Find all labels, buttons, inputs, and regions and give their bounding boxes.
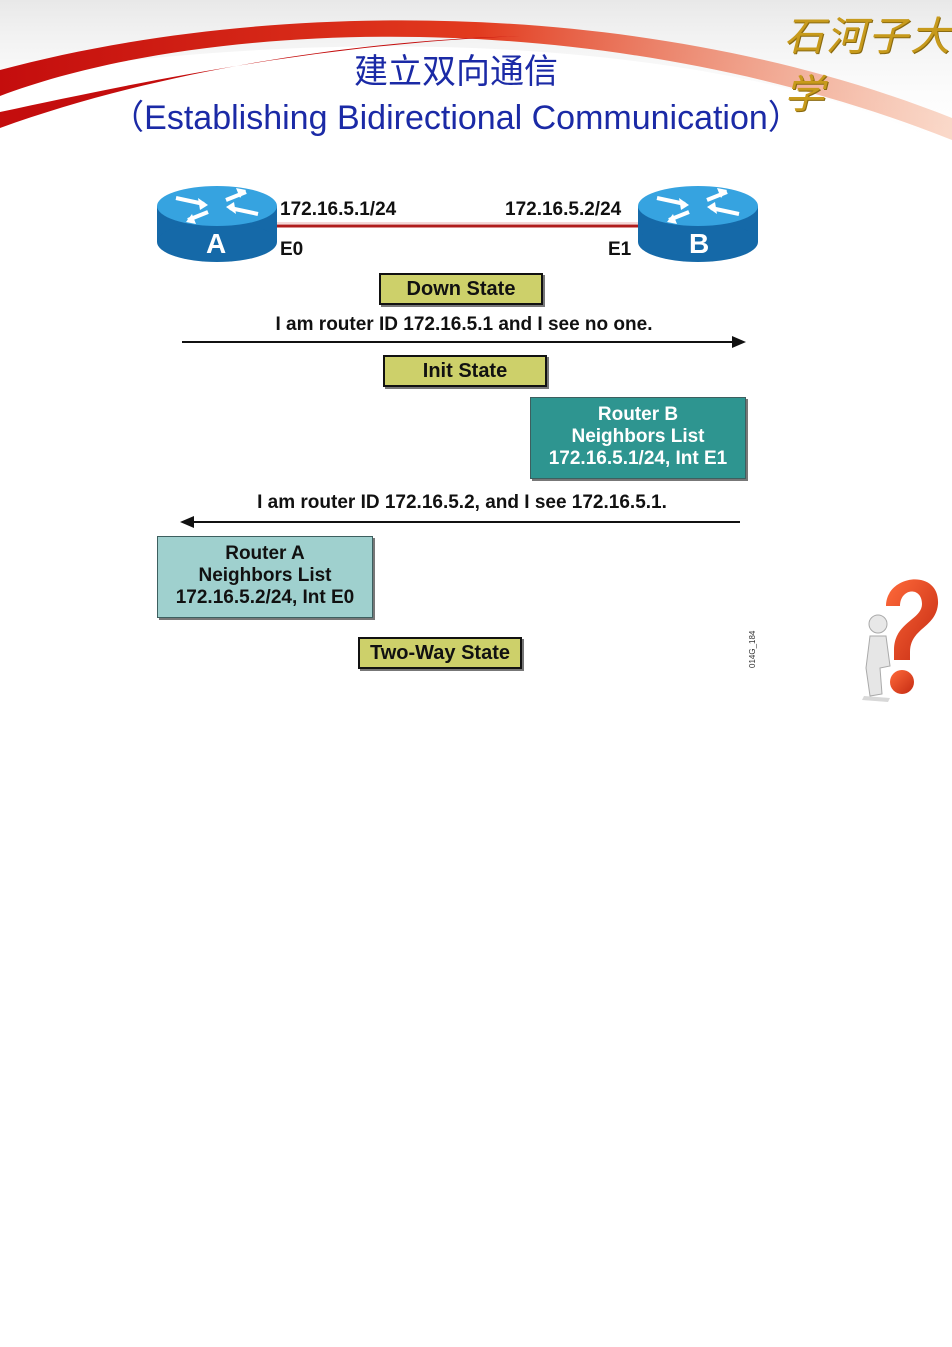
neighbors-list-entry: 172.16.5.2/24, Int E0 — [175, 587, 355, 608]
down-state-box: Down State — [379, 273, 543, 305]
router-a-neighbors-list: Router A Neighbors List 172.16.5.2/24, I… — [157, 536, 373, 618]
arrow-right-icon — [182, 336, 746, 348]
router-icon — [638, 186, 758, 262]
router-b-interface: E1 — [608, 239, 632, 260]
figure-id: 014G_184 — [748, 630, 757, 668]
router-icon — [157, 186, 277, 262]
router-b-ip: 172.16.5.2/24 — [505, 199, 622, 220]
page-title-english: （Establishing Bidirectional Communicatio… — [110, 99, 802, 137]
neighbors-list-title: Router A — [225, 543, 305, 564]
router-b-neighbors-list: Router B Neighbors List 172.16.5.1/24, I… — [530, 397, 746, 479]
neighbors-list-subtitle: Neighbors List — [198, 565, 332, 586]
router-a-label: A — [206, 228, 227, 259]
router-a-ip: 172.16.5.1/24 — [280, 199, 397, 220]
router-a-interface: E0 — [280, 239, 304, 260]
hello-message-a: I am router ID 172.16.5.1 and I see no o… — [275, 314, 653, 335]
neighbors-list-title: Router B — [597, 404, 679, 425]
two-way-state-box: Two-Way State — [358, 637, 522, 669]
hello-message-b: I am router ID 172.16.5.2, and I see 172… — [257, 492, 667, 513]
header-swoosh — [0, 0, 952, 150]
init-state-box: Init State — [383, 355, 547, 387]
page-title-chinese: 建立双向通信 — [354, 52, 558, 92]
university-logo: 石河子大学 — [784, 14, 952, 118]
arrow-left-icon — [180, 516, 740, 528]
neighbors-list-entry: 172.16.5.1/24, Int E1 — [548, 448, 728, 469]
router-a: A — [156, 184, 278, 264]
router-b-label: B — [689, 228, 710, 259]
network-link — [270, 222, 650, 228]
question-figure-icon — [862, 579, 939, 702]
router-b: B — [637, 184, 759, 264]
neighbors-list-subtitle: Neighbors List — [571, 426, 705, 447]
